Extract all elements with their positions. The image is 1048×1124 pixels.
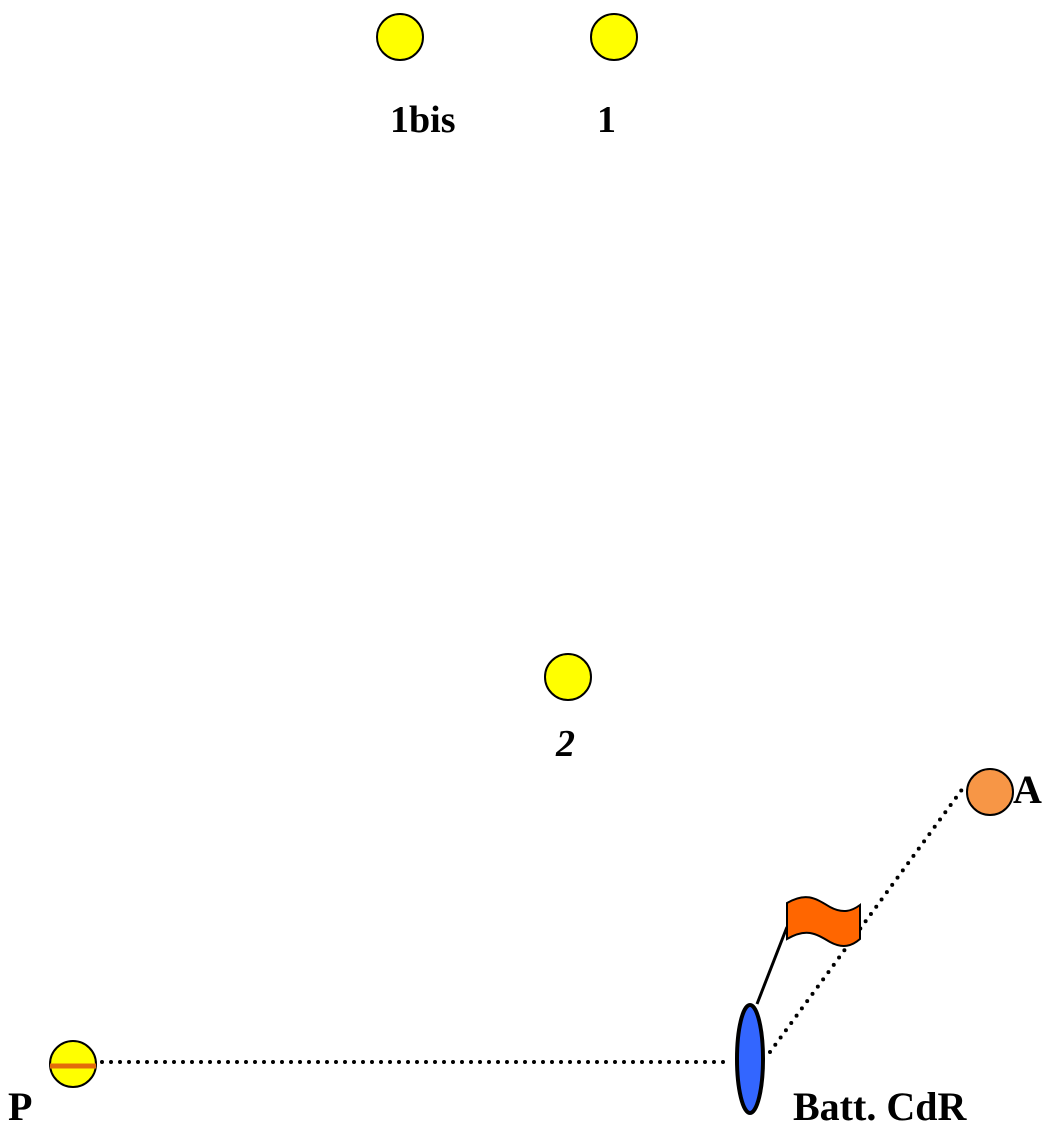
marker-1: 1 bbox=[590, 13, 638, 141]
battery-ellipse bbox=[735, 1003, 765, 1115]
marker-1bis-label: 1bis bbox=[390, 99, 455, 141]
flag-icon bbox=[755, 896, 861, 1005]
marker-1bis-circle bbox=[376, 13, 424, 61]
dotted-line-battery-to-a bbox=[768, 782, 968, 1054]
point-p: P bbox=[8, 1040, 97, 1124]
point-p-label: P bbox=[8, 1084, 32, 1124]
flag-banner bbox=[786, 896, 861, 947]
marker-2-circle bbox=[544, 653, 592, 701]
flag-pole bbox=[755, 926, 789, 1005]
marker-1bis: 1bis bbox=[376, 13, 455, 141]
marker-2: 2 bbox=[544, 653, 592, 765]
battery-command: Batt. CdR bbox=[735, 1003, 967, 1124]
point-a: A bbox=[966, 767, 1042, 816]
marker-1-circle bbox=[590, 13, 638, 61]
point-a-label: A bbox=[1013, 767, 1042, 812]
battery-label: Batt. CdR bbox=[793, 1084, 967, 1124]
marker-2-label: 2 bbox=[555, 723, 575, 765]
point-a-circle bbox=[966, 768, 1014, 816]
marker-1-label: 1 bbox=[597, 99, 616, 141]
